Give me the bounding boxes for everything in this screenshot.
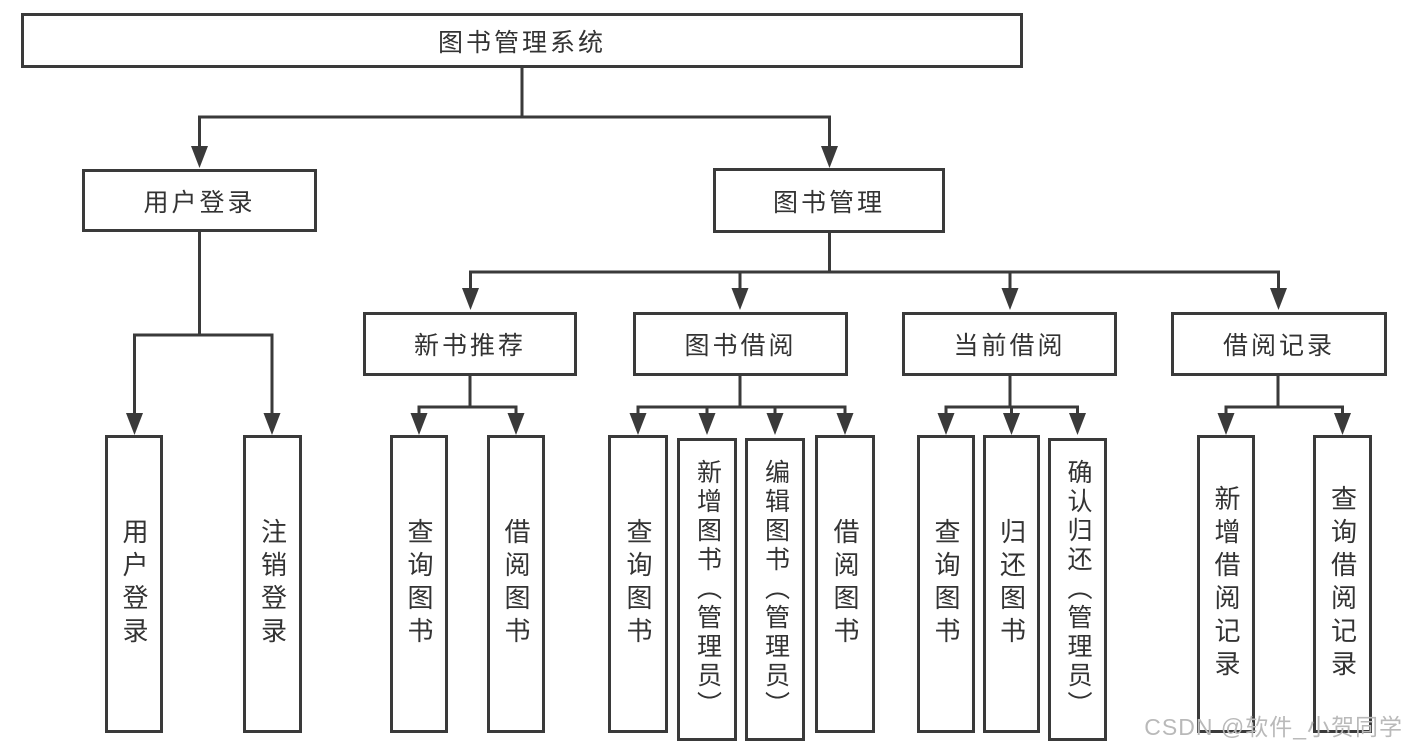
leaf-borrow-query-books: 查询图书: [608, 435, 668, 733]
leaf-add-books-admin: 新增图书（管理员）: [677, 438, 737, 741]
node-root-label: 图书管理系统: [437, 28, 606, 57]
node-root: 图书管理系统: [21, 13, 1023, 68]
arrowheads: [126, 146, 1351, 435]
node-book-borrow: 图书借阅: [633, 312, 848, 376]
node-book-borrow-label: 图书借阅: [684, 332, 797, 360]
leaf-confirm-return-admin: 确认归还（管理员）: [1048, 438, 1107, 741]
node-new-book-recommend: 新书推荐: [363, 312, 577, 376]
node-borrow-records-label: 借阅记录: [1222, 332, 1335, 360]
node-book-management: 图书管理: [713, 168, 945, 233]
leaf-user-login-label: 用户登录: [119, 518, 149, 650]
node-book-management-label: 图书管理: [772, 188, 885, 217]
leaf-borrow-query-books-label: 查询图书: [623, 518, 653, 650]
leaf-user-login: 用户登录: [105, 435, 163, 733]
leaf-borrow-borrow-books: 借阅图书: [815, 435, 875, 733]
leaf-recommend-borrow-books: 借阅图书: [487, 435, 545, 733]
leaf-logout: 注销登录: [243, 435, 302, 733]
leaf-edit-books-admin-label: 编辑图书（管理员）: [761, 459, 790, 720]
leaf-edit-books-admin: 编辑图书（管理员）: [745, 438, 805, 741]
leaf-current-query-books-label: 查询图书: [931, 518, 961, 650]
leaf-add-borrow-record-label: 新增借阅记录: [1211, 485, 1241, 683]
leaf-recommend-borrow-books-label: 借阅图书: [501, 518, 531, 650]
leaf-query-borrow-record: 查询借阅记录: [1313, 435, 1372, 733]
watermark: CSDN @软件_小贺同学: [1144, 714, 1403, 740]
node-user-login: 用户登录: [82, 169, 317, 232]
leaf-confirm-return-admin-label: 确认归还（管理员）: [1064, 459, 1092, 720]
leaf-add-books-admin-label: 新增图书（管理员）: [693, 459, 722, 720]
connector-path: [133, 68, 1344, 415]
leaf-recommend-query-books: 查询图书: [390, 435, 448, 733]
leaf-recommend-query-books-label: 查询图书: [404, 518, 434, 650]
leaf-logout-label: 注销登录: [257, 518, 288, 650]
leaf-return-books: 归还图书: [983, 435, 1040, 733]
leaf-borrow-borrow-books-label: 借阅图书: [830, 518, 860, 650]
node-current-borrow-label: 当前借阅: [953, 332, 1066, 360]
leaf-current-query-books: 查询图书: [917, 435, 975, 733]
leaf-add-borrow-record: 新增借阅记录: [1197, 435, 1255, 733]
node-current-borrow: 当前借阅: [902, 312, 1117, 376]
leaf-return-books-label: 归还图书: [996, 518, 1027, 650]
node-user-login-label: 用户登录: [143, 188, 256, 217]
leaf-query-borrow-record-label: 查询借阅记录: [1327, 485, 1358, 683]
node-borrow-records: 借阅记录: [1171, 312, 1387, 376]
node-new-book-recommend-label: 新书推荐: [413, 332, 526, 360]
